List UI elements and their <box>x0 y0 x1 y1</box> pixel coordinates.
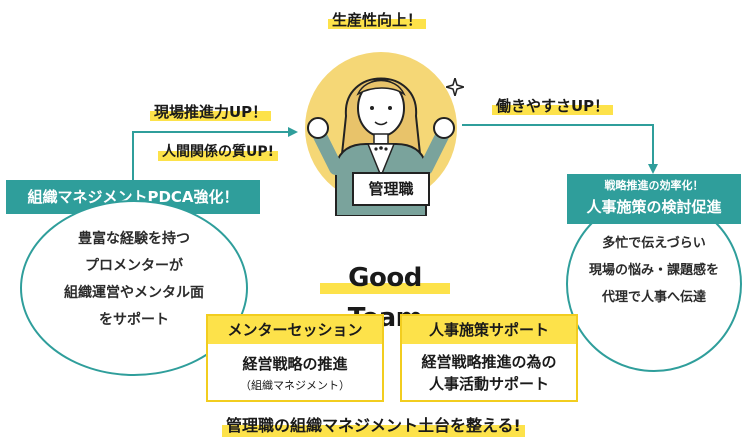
right-connector-line <box>462 124 654 165</box>
right-circle-line: 多忙で伝えづらい <box>602 236 706 251</box>
manager-label: 管理職 <box>368 180 414 198</box>
right-panel-header: 戦略推進の効率化！ 人事施策の検討促進 <box>567 174 741 224</box>
sparkle-icon <box>446 78 464 96</box>
right-circle-line: 代理で人事へ伝達 <box>601 290 706 305</box>
mentor-session-main: 経営戦略の推進 <box>242 355 348 373</box>
left-fist <box>307 117 329 139</box>
left-circle-line: 組織運営やメンタル面 <box>64 285 204 301</box>
right-support-circle <box>566 196 742 372</box>
footer-tagline: 管理職の組織マネジメント土台を整える! <box>222 414 525 438</box>
right-circle-text: 多忙で伝えづらい 現場の悩み・課題感を 代理で人事へ伝達 <box>566 230 742 311</box>
productivity-up-label: 生産性向上！ <box>328 10 427 30</box>
relationship-up-label: 人間関係の質UP! <box>158 142 279 162</box>
mentor-session-heading: メンターセッション <box>208 316 382 344</box>
right-circle-line: 現場の悩み・課題感を <box>588 263 719 278</box>
right-panel-title: 人事施策の検討促進 <box>586 198 722 216</box>
hr-support-box: 人事施策サポート 経営戦略推進の為の 人事活動サポート <box>400 314 578 402</box>
right-fist <box>433 117 455 139</box>
arrow-right-icon <box>288 127 298 137</box>
mentor-session-sub: （組織マネジメント） <box>240 379 350 392</box>
left-circle-line: をサポート <box>99 312 169 328</box>
hr-support-line1: 経営戦略推進の為の <box>421 353 557 371</box>
right-panel-subtitle: 戦略推進の効率化！ <box>604 179 704 192</box>
ease-of-work-up-label: 働きやすさUP！ <box>492 96 614 116</box>
arrow-down-icon <box>648 164 658 174</box>
left-connector-line <box>132 131 290 180</box>
hr-support-line2: 人事活動サポート <box>428 375 549 393</box>
left-circle-line: プロメンターが <box>85 258 183 274</box>
mentor-session-box: メンターセッション 経営戦略の推進 （組織マネジメント） <box>206 314 384 402</box>
left-circle-text: 豊富な経験を持つ プロメンターが 組織運営やメンタル面 をサポート <box>20 226 248 334</box>
left-circle-line: 豊富な経験を持つ <box>78 231 190 247</box>
logo-underline <box>320 283 450 294</box>
hr-support-heading: 人事施策サポート <box>402 316 576 344</box>
good-team-logo: Good Team <box>312 258 458 333</box>
field-promotion-up-label: 現場推進力UP！ <box>150 102 272 122</box>
manager-label-box: 管理職 <box>352 172 430 206</box>
